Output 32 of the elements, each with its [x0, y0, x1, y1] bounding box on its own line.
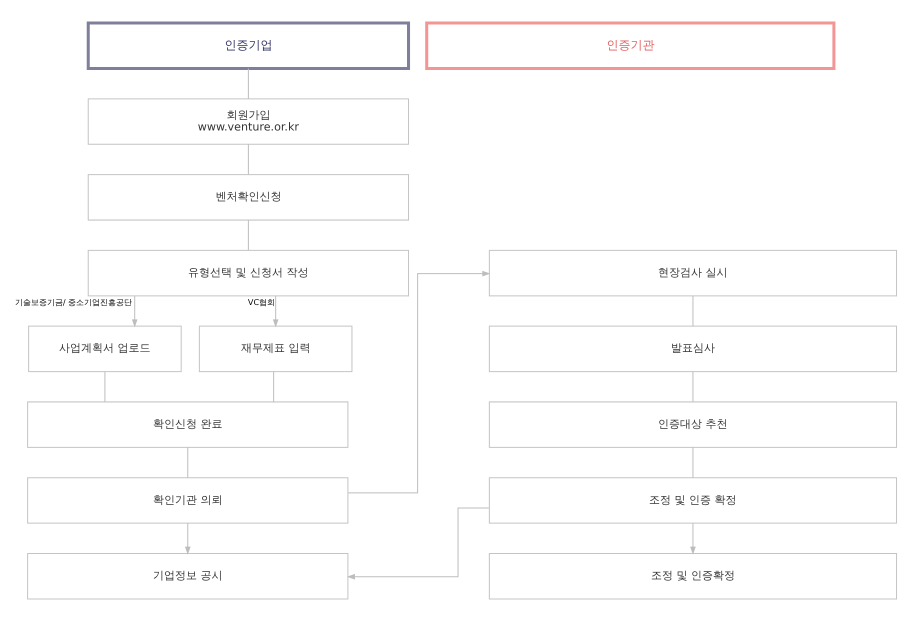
- node-box: 인증기관: [425, 22, 836, 70]
- arrow: [184, 523, 191, 555]
- node-box: 확인신청 완료: [27, 401, 348, 448]
- node-box: 확인기관 의뢰: [27, 477, 348, 524]
- arrow: [348, 270, 490, 494]
- connector: [692, 447, 694, 478]
- node-box: 조정 및 인증 확정: [488, 477, 898, 524]
- node-box: 조정 및 인증확정: [488, 552, 898, 600]
- node-box: 유형선택 및 신청서 작성: [88, 250, 410, 296]
- connector: [248, 68, 249, 99]
- node-box: 재무제표 입력: [198, 326, 352, 372]
- connector: [692, 296, 694, 326]
- node-box: 회원가입 www.venture.or.kr: [88, 98, 410, 145]
- connector: [248, 220, 249, 250]
- node-box: 발표심사: [488, 326, 898, 372]
- arrow: [690, 523, 696, 555]
- connector: [104, 372, 106, 402]
- edge-label: 기술보증기금/ 중소기업진흥공단: [14, 297, 132, 308]
- node-box: 사업계획서 업로드: [28, 326, 182, 372]
- node-box: 인증기업: [86, 22, 410, 70]
- node-box: 벤처확인신청: [88, 174, 410, 221]
- connector: [273, 372, 274, 402]
- connector: [248, 144, 249, 174]
- arrow: [346, 508, 489, 580]
- node-box: 기업정보 공시: [27, 552, 348, 600]
- connector: [692, 372, 694, 402]
- connector: [187, 447, 188, 478]
- node-box: 현장검사 실시: [488, 250, 898, 296]
- arrow: [272, 296, 278, 328]
- arrow: [132, 296, 138, 328]
- node-box: 인증대상 추천: [488, 401, 898, 448]
- edge-label: VC협회: [248, 297, 276, 308]
